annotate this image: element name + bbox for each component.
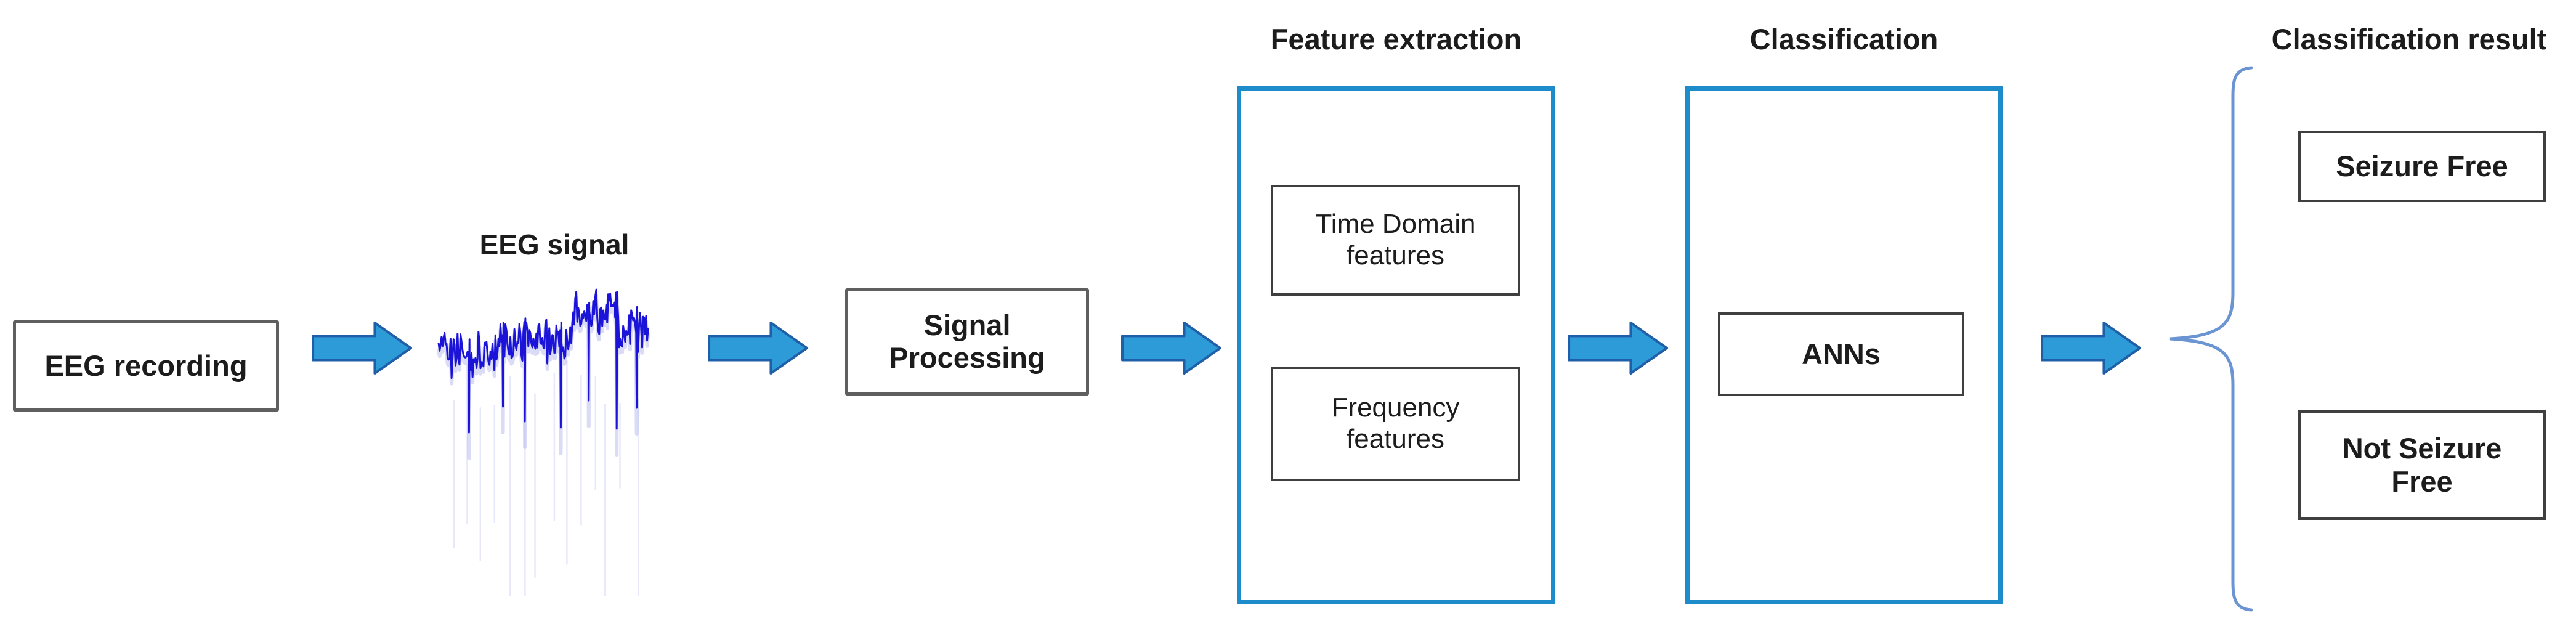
flow-arrow-icon bbox=[2041, 321, 2142, 375]
eeg-recording-label: EEG recording bbox=[44, 349, 248, 382]
anns-label: ANNs bbox=[1802, 337, 1881, 370]
seizure-free-label: Seizure Free bbox=[2336, 149, 2508, 182]
frequency-features-label: Frequency features bbox=[1331, 392, 1460, 454]
classification-result-title: Classification result bbox=[2271, 23, 2547, 55]
signal-processing-label: Signal Processing bbox=[889, 309, 1045, 374]
feature-extraction-title: Feature extraction bbox=[1270, 23, 1522, 55]
eeg-signal-label: EEG signal bbox=[479, 229, 630, 261]
classification-container: ANNs bbox=[1685, 86, 2003, 604]
signal-processing-box: Signal Processing bbox=[845, 288, 1089, 396]
not-seizure-free-box: Not Seizure Free bbox=[2298, 410, 2546, 520]
eeg-waveform-icon bbox=[431, 266, 653, 602]
feature-extraction-container: Time Domain features Frequency features bbox=[1237, 86, 1555, 604]
flow-arrow-icon bbox=[1568, 321, 1669, 375]
eeg-recording-box: EEG recording bbox=[13, 320, 279, 412]
classification-title: Classification bbox=[1749, 23, 1938, 55]
frequency-features-box: Frequency features bbox=[1271, 367, 1520, 481]
flow-arrow-icon bbox=[1121, 321, 1222, 375]
anns-box: ANNs bbox=[1718, 312, 1964, 396]
left-curly-brace-icon bbox=[2153, 59, 2270, 619]
not-seizure-free-label: Not Seizure Free bbox=[2342, 431, 2502, 498]
time-domain-features-label: Time Domain features bbox=[1315, 209, 1476, 270]
flow-arrow-icon bbox=[708, 321, 809, 375]
seizure-free-box: Seizure Free bbox=[2298, 131, 2546, 202]
flow-arrow-icon bbox=[312, 321, 413, 375]
time-domain-features-box: Time Domain features bbox=[1271, 185, 1520, 296]
